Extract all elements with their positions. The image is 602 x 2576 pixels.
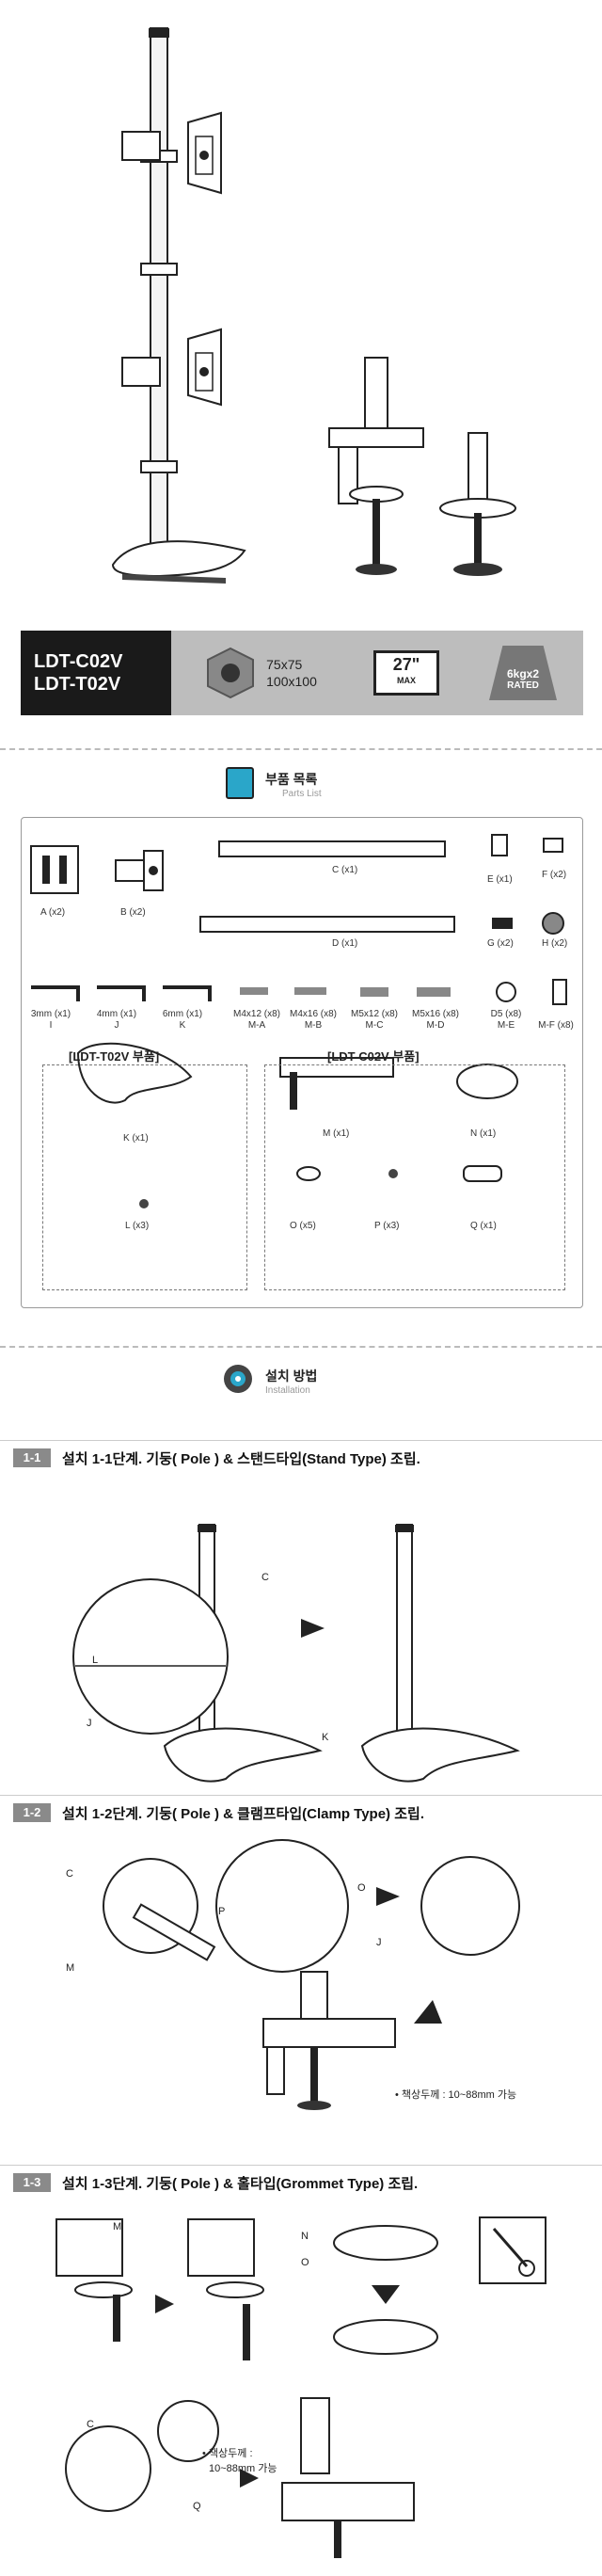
callout-j: J [87, 1718, 92, 1729]
part-label-o: O (x5) [290, 1221, 316, 1231]
part-label-j: J [114, 1020, 119, 1031]
callout-m: M [66, 1962, 75, 1974]
part-label-b: B (x2) [120, 907, 146, 918]
gear-icon [224, 1365, 252, 1393]
desk-thickness-label: • 책상두께 : [202, 2448, 253, 2459]
part-label-a: A (x2) [40, 907, 66, 918]
screen-size: 27" [392, 655, 420, 674]
c02v-parts-box [264, 1064, 565, 1290]
c02v-box-title: [LDT-C02V 부품] [327, 1049, 420, 1064]
divider [0, 748, 602, 750]
weight-icon: 6kgx2 RATED [489, 646, 557, 700]
desk-thickness-note: • 책상두께 : 10~88mm 가능 [395, 2089, 517, 2101]
callout-o: O [357, 1882, 366, 1894]
divider [0, 1346, 602, 1348]
part-label-md-size: M5x16 (x8) [411, 1009, 459, 1019]
screen-max: MAX [397, 676, 416, 685]
part-label-g: G (x2) [487, 938, 514, 949]
screen-size-spec: 27" MAX [350, 631, 463, 715]
weight-spec: 6kgx2 RATED [463, 631, 583, 715]
callout-m: M [113, 2221, 122, 2232]
t02v-parts-box [42, 1064, 247, 1290]
callout-l: L [92, 1655, 99, 1666]
spec-bar: LDT-C02V LDT-T02V 75x75 100x100 27" MAX … [21, 631, 583, 715]
step-1-1-illustration [72, 1524, 520, 1783]
part-label-md: M-D [426, 1020, 445, 1031]
step-title: 설치 1-1단계. 기둥( Pole ) & 스탠드타입(Stand Type)… [62, 1451, 420, 1467]
part-label-mc: M-C [365, 1020, 384, 1031]
step-header: 1-1 설치 1-1단계. 기둥( Pole ) & 스탠드타입(Stand T… [0, 1440, 602, 1474]
step-number: 1-1 [13, 1448, 51, 1467]
part-label-n: N (x1) [470, 1128, 497, 1139]
part-label-k: K [179, 1020, 186, 1031]
vesa-badge-icon [207, 647, 255, 699]
callout-o: O [301, 2257, 309, 2268]
part-label-k-size: 6mm (x1) [162, 1009, 203, 1019]
part-label-q: Q (x1) [470, 1221, 497, 1231]
part-label-me: M-E [497, 1020, 515, 1031]
part-label-l: L (x3) [125, 1221, 150, 1231]
parts-list-box: A (x2) B (x2) C (x1) D (x1) E (x1) F (x2… [21, 817, 583, 1308]
part-label-mc-size: M5x12 (x8) [350, 1009, 398, 1019]
model-name: LDT-C02V [34, 651, 123, 672]
part-label-mf: M-F (x8) [538, 1020, 574, 1031]
part-label-j-size: 4mm (x1) [96, 1009, 137, 1019]
callout-j: J [376, 1937, 382, 1948]
model-names: LDT-C02V LDT-T02V [21, 631, 171, 715]
vesa-size: 75x75 [266, 657, 303, 672]
part-label-p: P (x3) [374, 1221, 400, 1231]
step-header: 1-2 설치 1-2단계. 기둥( Pole ) & 클램프타입(Clamp T… [0, 1795, 602, 1829]
vesa-spec: 75x75 100x100 [171, 631, 350, 715]
weight-note: RATED [507, 680, 539, 691]
desk-thickness-range: 10~88mm 가능 [209, 2463, 277, 2474]
dual-monitor-stand-illustration [111, 27, 516, 584]
part-label-me-size: D5 (x8) [490, 1009, 522, 1019]
weight-value: 6kgx2 [506, 666, 540, 680]
callout-c: C [66, 1868, 73, 1880]
step-title: 설치 1-2단계. 기둥( Pole ) & 클램프타입(Clamp Type)… [62, 1806, 424, 1822]
step-title: 설치 1-3단계. 기둥( Pole ) & 홀타입(Grommet Type)… [62, 2176, 419, 2192]
callout-n: N [301, 2231, 309, 2242]
step-1-3-illustration [55, 2216, 547, 2558]
t02v-box-title: [LDT-T02V 부품] [69, 1049, 160, 1064]
monitor-icon: 27" MAX [373, 650, 439, 696]
parts-subtitle: Parts List [282, 789, 322, 799]
parts-list-icon [226, 767, 254, 799]
part-label-ma-size: M4x12 (x8) [232, 1009, 280, 1019]
part-label-mb-size: M4x16 (x8) [289, 1009, 337, 1019]
part-label-h: H (x2) [542, 938, 568, 949]
vesa-size: 100x100 [266, 674, 317, 689]
product-hero [0, 0, 602, 602]
part-label-m: M (x1) [323, 1128, 350, 1139]
model-name: LDT-T02V [34, 674, 121, 695]
callout-c: C [87, 2419, 94, 2430]
install-title: 설치 방법 [265, 1368, 318, 1384]
part-label-e: E (x1) [487, 874, 513, 885]
install-subtitle: Installation [265, 1385, 310, 1396]
part-label-k-base: K (x1) [123, 1133, 149, 1144]
callout-p: P [218, 1906, 226, 1917]
callout-k: K [322, 1732, 329, 1743]
parts-title: 부품 목록 [265, 772, 318, 787]
part-label-ma: M-A [247, 1020, 266, 1031]
step-number: 1-2 [13, 1803, 51, 1822]
parts-illustrations [30, 834, 567, 1208]
part-label-i-size: 3mm (x1) [30, 1009, 71, 1019]
callout-c: C [261, 1572, 269, 1583]
part-label-i: I [49, 1020, 53, 1031]
callout-q: Q [193, 2501, 201, 2512]
step-number: 1-3 [13, 2173, 51, 2192]
part-label-f: F (x2) [542, 870, 567, 880]
step-1-2-illustration [103, 1839, 520, 2110]
part-label-mb: M-B [304, 1020, 323, 1031]
part-label-d: D (x1) [332, 938, 358, 949]
step-header: 1-3 설치 1-3단계. 기둥( Pole ) & 홀타입(Grommet T… [0, 2165, 602, 2199]
part-label-c: C (x1) [332, 865, 358, 875]
